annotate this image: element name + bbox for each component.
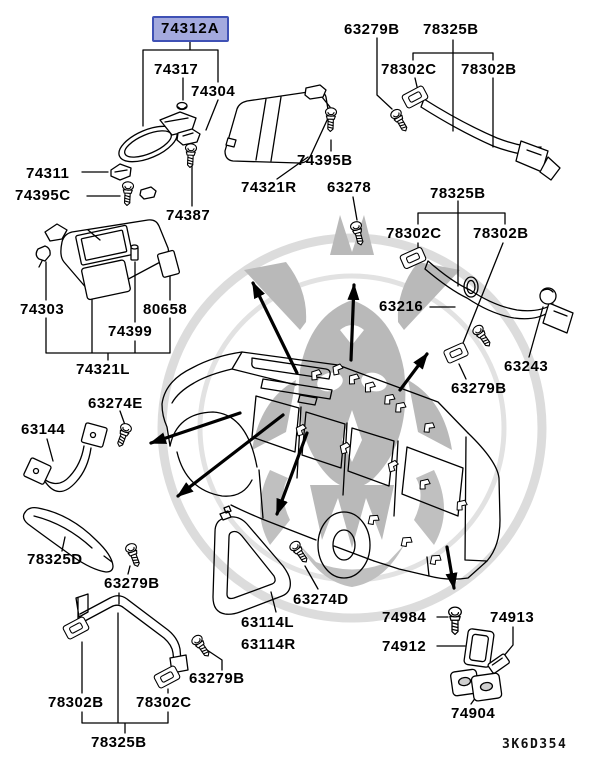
part-label-78302B-2: 78302B [473, 225, 529, 242]
visor-bracket-74311 [110, 163, 132, 181]
part-label-78302C-3: 78302C [136, 694, 192, 711]
screw-63274D-icon [287, 538, 312, 566]
part-label-78325D: 78325D [27, 551, 83, 568]
part-label-63279B-3: 63279B [104, 575, 160, 592]
part-label-63279B-1: 63279B [344, 21, 400, 38]
sun-visor-left-drawing [44, 186, 170, 301]
screw-63274E-icon [113, 421, 134, 449]
part-label-74317: 74317 [154, 61, 199, 78]
grab-handle-63144-drawing [23, 422, 108, 493]
screw-63279B-bottom-icon [189, 632, 214, 660]
part-label-74399: 74399 [108, 323, 153, 340]
part-label-63243: 63243 [504, 358, 549, 375]
part-label-78325B-3: 78325B [91, 734, 147, 751]
grab-handle-bottom-left-drawing [61, 593, 189, 690]
leader-lines [45, 37, 544, 734]
grab-handle-top-right-drawing [400, 84, 561, 181]
install-arrows [149, 281, 458, 590]
screw-63279B-78325D-icon [123, 541, 144, 569]
part-label-80658: 80658 [143, 301, 188, 318]
part-label-74321R: 74321R [241, 179, 297, 196]
part-label-74912: 74912 [382, 638, 427, 655]
part-label-78325B-1: 78325B [423, 21, 479, 38]
clip-74913-drawing [487, 653, 510, 674]
part-label-63114R: 63114R [241, 636, 296, 653]
grab-handle-78325D-drawing [22, 506, 114, 573]
part-label-63274E: 63274E [88, 395, 143, 412]
part-label-63114L: 63114L [241, 614, 295, 631]
part-label-63274D: 63274D [293, 591, 349, 608]
part-label-78302C-1: 78302C [381, 61, 437, 78]
part-label-74904: 74904 [451, 705, 496, 722]
watermark-emblem [157, 215, 547, 623]
hook-74303 [35, 245, 51, 268]
highlighted-part-label-74312A[interactable]: 74312A [152, 16, 229, 42]
part-label-63278: 63278 [327, 179, 372, 196]
screw-63279B-top-icon [388, 106, 412, 135]
part-label-74913: 74913 [490, 609, 535, 626]
part-label-74303: 74303 [20, 301, 65, 318]
part-label-74311: 74311 [26, 165, 70, 182]
pin-74399 [130, 244, 139, 261]
part-label-74395B: 74395B [297, 152, 353, 169]
part-label-78302B-3: 78302B [48, 694, 104, 711]
frame-74912-drawing [463, 628, 495, 668]
screw-74387-icon [183, 142, 198, 169]
part-label-74395C: 74395C [15, 187, 71, 204]
rearview-mirror-drawing [118, 101, 201, 163]
part-label-78302C-2: 78302C [386, 225, 442, 242]
part-label-63279B-2: 63279B [451, 380, 507, 397]
part-label-63144: 63144 [21, 421, 66, 438]
part-label-63216: 63216 [379, 298, 424, 315]
screw-74984-icon [447, 606, 463, 636]
part-label-74984: 74984 [382, 609, 427, 626]
diagram-code: 3K6D354 [502, 737, 568, 752]
part-label-63279B-4: 63279B [189, 670, 245, 687]
part-label-74304: 74304 [191, 83, 236, 100]
assist-grip-63114-drawing [212, 505, 291, 615]
plate-80658 [156, 249, 180, 278]
part-label-74321L: 74321L [76, 361, 130, 378]
screw-74395C-icon [120, 180, 135, 207]
part-label-74387: 74387 [166, 207, 211, 224]
sun-visor-right-drawing [224, 84, 330, 164]
part-label-78325B-2: 78325B [430, 185, 486, 202]
bracket-74904-drawing [450, 668, 503, 702]
grab-handle-right-mid-drawing [398, 246, 574, 365]
part-label-78302B-1: 78302B [461, 61, 517, 78]
